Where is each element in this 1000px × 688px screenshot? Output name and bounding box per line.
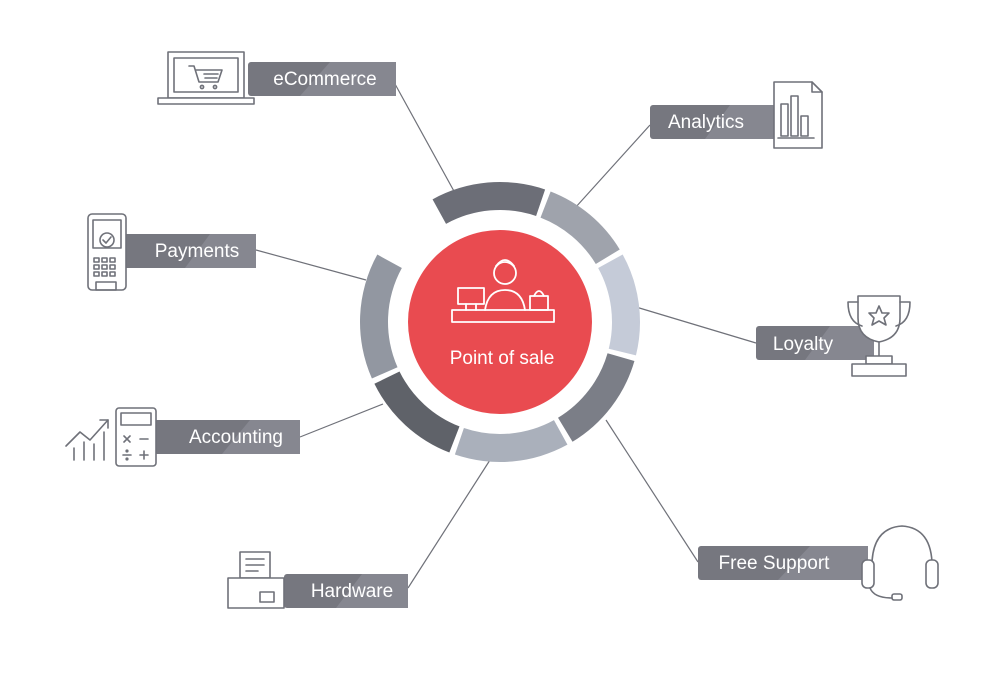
feature-support[interactable]: Free Support: [698, 525, 939, 601]
cashier-icon: [451, 259, 555, 323]
feature-loyalty[interactable]: Loyalty: [756, 295, 911, 377]
center-node: Point of sale: [408, 230, 592, 414]
feature-ring: [360, 182, 640, 462]
label-support: Free Support: [719, 553, 831, 574]
connector-ecommerce: [394, 83, 456, 194]
printer-icon: [227, 551, 285, 609]
ring-segment: [454, 420, 568, 462]
connector-accounting: [299, 403, 384, 438]
connector-support: [605, 419, 699, 563]
label-hardware: Hardware: [311, 581, 393, 602]
label-ecommerce: eCommerce: [273, 69, 376, 90]
ring-segment: [432, 182, 546, 224]
ring-segment: [360, 254, 402, 379]
report-chart-icon: [773, 81, 823, 149]
feature-payments[interactable]: Payments: [87, 213, 256, 291]
connector-analytics: [574, 124, 651, 209]
ring-segment: [558, 353, 635, 442]
card-terminal-icon: [87, 213, 127, 291]
calculator-icon: [115, 407, 157, 467]
label-accounting: Accounting: [189, 427, 283, 448]
connector-lines: [255, 83, 757, 589]
feature-accounting[interactable]: Accounting: [65, 407, 300, 467]
ring-segment: [598, 254, 640, 356]
ring-segment: [540, 191, 620, 264]
connector-hardware: [407, 459, 491, 589]
connector-loyalty: [635, 306, 757, 344]
feature-analytics[interactable]: Analytics: [650, 81, 823, 149]
label-analytics: Analytics: [668, 112, 744, 133]
laptop-cart-icon: [157, 51, 255, 105]
connector-payments: [255, 249, 367, 281]
headset-icon: [861, 525, 939, 601]
growth-arrow-icon: [65, 419, 109, 461]
center-label: Point of sale: [450, 348, 555, 369]
trophy-icon: [847, 295, 911, 377]
label-payments: Payments: [155, 241, 239, 262]
feature-hardware[interactable]: Hardware: [227, 551, 408, 609]
feature-ecommerce[interactable]: eCommerce: [157, 51, 396, 105]
label-loyalty: Loyalty: [773, 334, 834, 355]
ring-segment: [374, 371, 460, 453]
